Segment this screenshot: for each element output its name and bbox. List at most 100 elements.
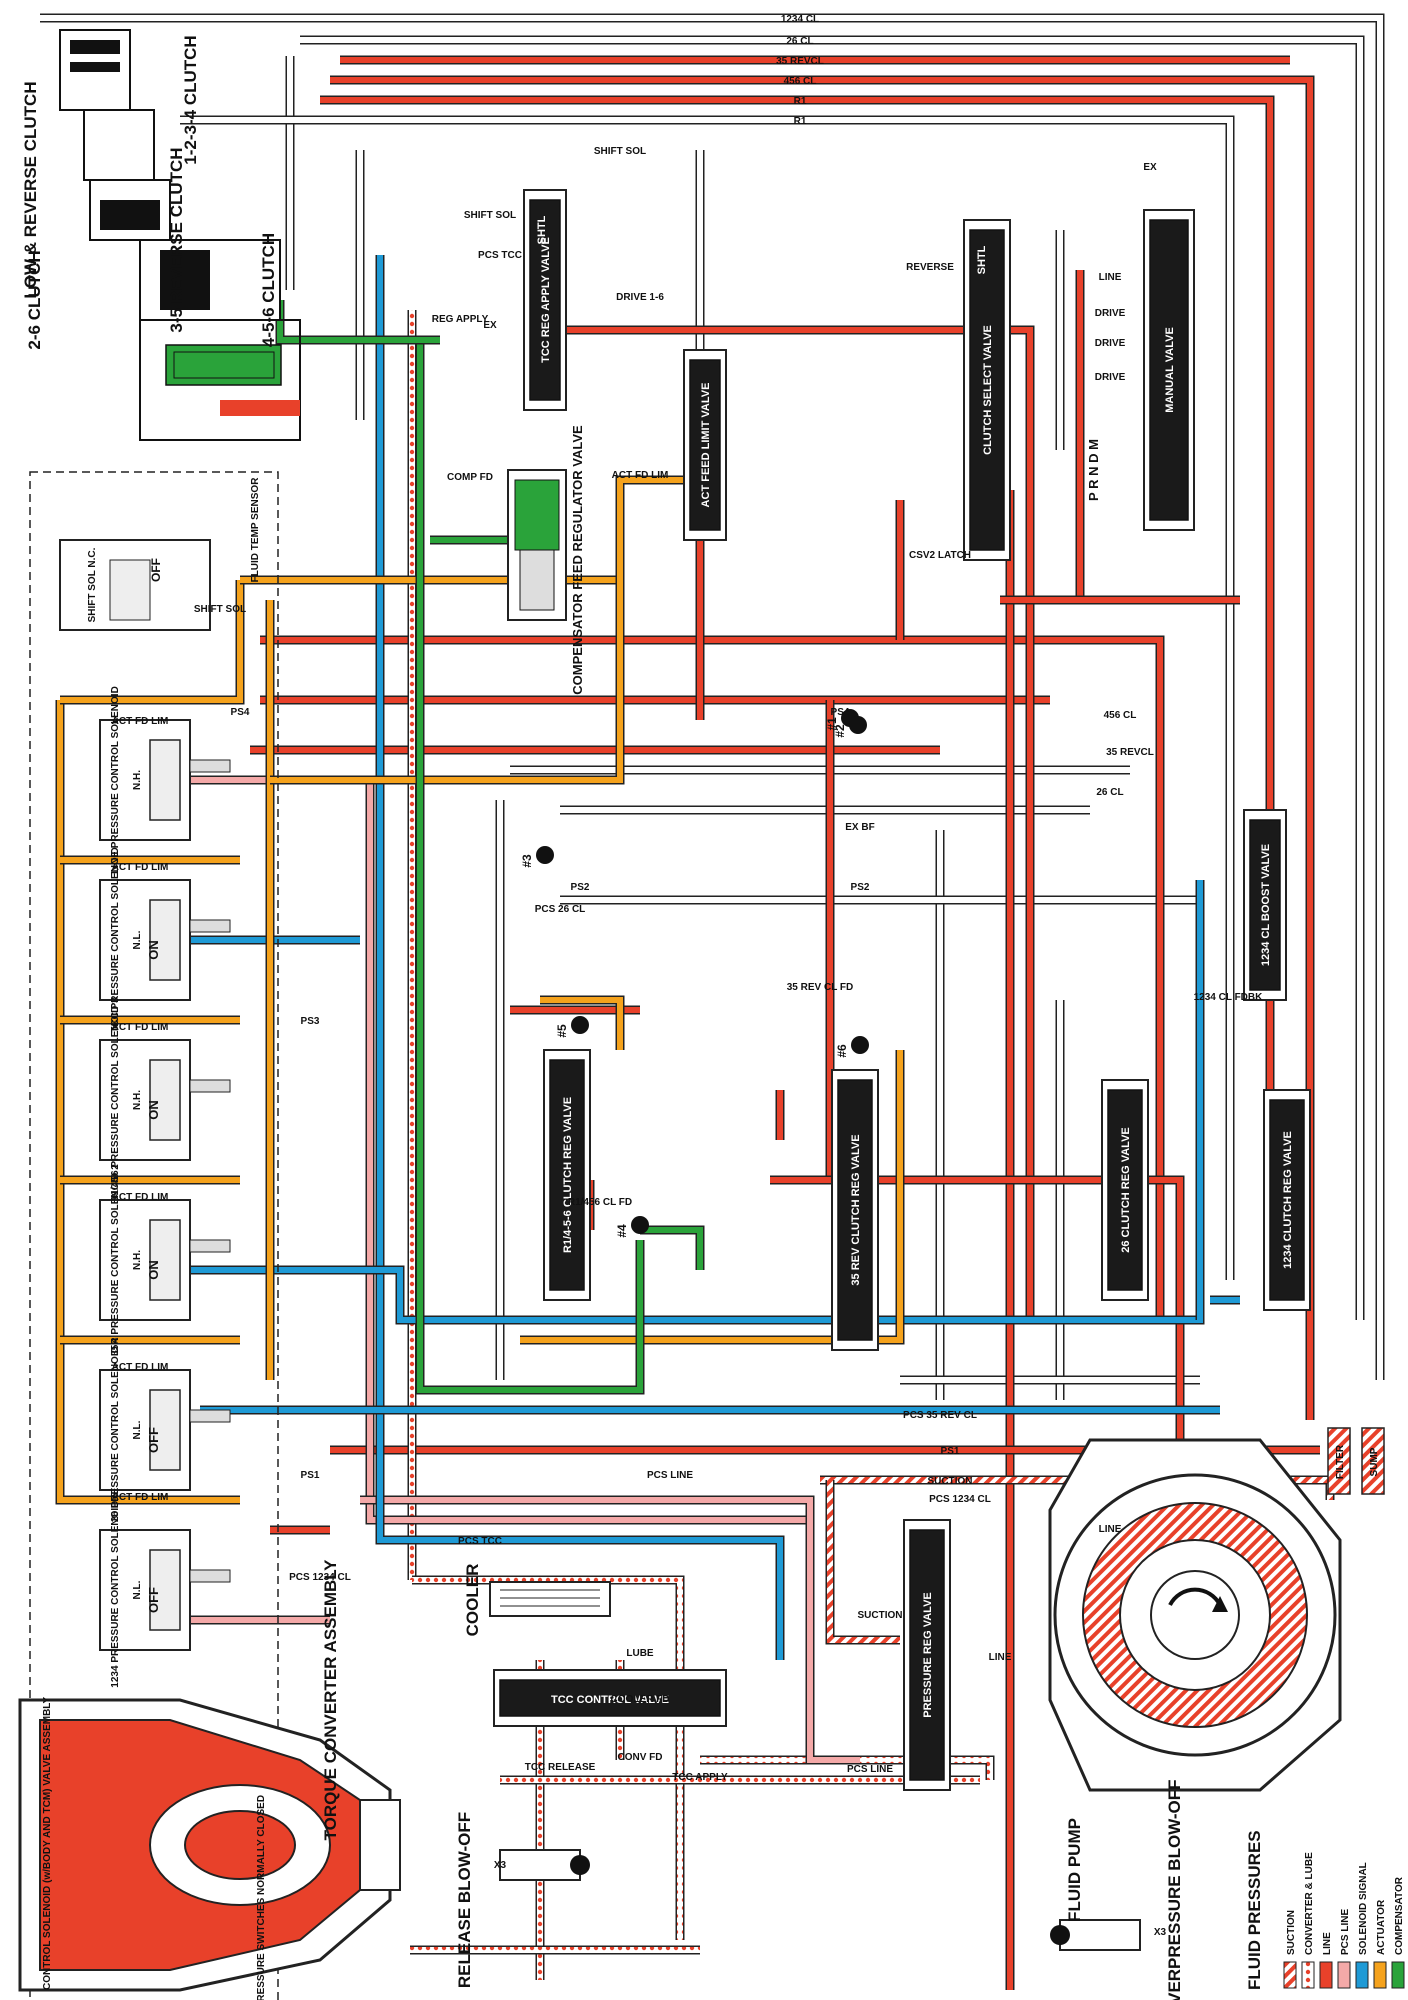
solenoid-4-type: N.H. <box>132 1250 143 1270</box>
solenoid-3-name: R1/456 PRESSURE CONTROL SOLENOID 3 <box>110 997 121 1203</box>
circuit-label-r1456clfd-58: R1/456 CL FD <box>568 1197 632 1208</box>
shtl-label-1: SHTL <box>976 245 988 274</box>
circuit-label-ex_bf-24: EX BF <box>845 822 874 833</box>
solenoid-4-name: 35R PRESSURE CONTROL SOLENOID 2 <box>110 1164 121 1356</box>
circuit-label-suction-39: SUCTION <box>928 1476 973 1487</box>
release-blowoff-valve <box>499 1849 590 1881</box>
shtl-label-0: SHTL <box>536 215 548 244</box>
r1456-clutch-reg-valve: R1/4-5-6 CLUTCH REG VALVE <box>543 1049 591 1301</box>
rev35-clutch-reg-valve-label: 35 REV CLUTCH REG VALVE <box>850 1134 862 1285</box>
circuit-label-ps4-19: PS4 <box>231 707 250 718</box>
filter-icon <box>1327 1427 1351 1495</box>
circuit-label-r1-5: R1 <box>794 116 807 127</box>
line-circuit-3 <box>260 637 1163 1320</box>
checkball-1-label: #1 <box>825 717 839 731</box>
manual-positions: P R N D M <box>1086 439 1101 501</box>
circuit-label-c1234cl-0: 1234 CL <box>781 14 819 25</box>
checkball-5-label: #5 <box>555 1024 569 1038</box>
legend-swatch-pcs_line <box>1337 1961 1351 1989</box>
shift-solenoid: SHIFT SOL N.C.OFF <box>59 539 211 631</box>
rev35-clutch-reg-valve: 35 REV CLUTCH REG VALVE <box>831 1069 879 1351</box>
c1234-clutch-reg-valve-label: 1234 CLUTCH REG VALVE <box>1282 1131 1294 1269</box>
act-feed-limit-valve-label: ACT FEED LIMIT VALVE <box>700 383 712 508</box>
circuit-label-drive-14: DRIVE <box>1095 338 1126 349</box>
circuit-label-c26cl-1: 26 CL <box>786 36 813 47</box>
tcc-control-valve <box>493 1669 727 1727</box>
release-blowoff-title: RELEASE BLOW-OFF <box>455 1812 474 1988</box>
shift-sol-label: SHIFT SOL N.C. <box>87 547 98 622</box>
compensator-circuit-0 <box>417 340 643 1393</box>
solenoid-signal-circuit-2-outline <box>180 900 1205 1325</box>
exhaust-circuit-1 <box>300 37 1363 1320</box>
pressure-reg-valve: PRESSURE REG VALVE <box>903 1519 951 1791</box>
legend-title: FLUID PRESSURES <box>1245 1830 1264 1990</box>
solenoid-3-state: ON <box>146 1100 161 1120</box>
circuit-label-pcs_tcc-42: PCS TCC <box>458 1536 502 1547</box>
circuit-label-act_fd_lim-17: ACT FD LIM <box>612 470 669 481</box>
checkball-3: #3 <box>520 846 554 868</box>
solenoid-1-name: LINE PRESSURE CONTROL SOLENOID <box>110 686 121 874</box>
clutch-1234-label: 1-2-3-4 CLUTCH <box>181 35 200 164</box>
actuator-circuit-8 <box>270 500 623 783</box>
clutch-pack-assembly <box>59 29 301 441</box>
checkball-4-label: #4 <box>615 1224 629 1238</box>
circuit-label-comp_fd-16: COMP FD <box>447 472 493 483</box>
cooler-title: COOLER <box>463 1564 482 1637</box>
actuator-circuit-0 <box>57 700 240 1503</box>
compensator-circuit-3 <box>640 1227 703 1270</box>
circuit-label-act_fd_lim-28: ACT FD LIM <box>112 716 169 727</box>
pressure-switch-title: 1, 2, 3, 4 PRESSURE SWITCHES NORMALLY CL… <box>256 1795 267 2000</box>
torque-converter-title: TORQUE CONVERTER ASSEMBLY <box>321 1559 340 1841</box>
solenoid-6-state: OFF <box>146 1587 161 1613</box>
fluid-pump-title: FLUID PUMP <box>1065 1818 1084 1922</box>
clutch-select-valve-label: CLUTCH SELECT VALVE <box>982 325 994 455</box>
line-circuit-3-outline <box>260 635 1165 1320</box>
legend-label-suction: SUCTION <box>1286 1910 1297 1955</box>
tcc-reg-apply-valve: TCC REG APPLY VALVE <box>523 189 567 411</box>
circuit-label-pcs_26cl-27: PCS 26 CL <box>535 904 586 915</box>
tcc-reg-apply-valve-label: TCC REG APPLY VALVE <box>540 237 552 363</box>
fluid-pump-icon <box>1048 1438 1342 1792</box>
boost1234-valve-label: 1234 CL BOOST VALVE <box>1260 844 1272 966</box>
circuit-label-ex-54: EX <box>483 320 497 331</box>
checkball-4: #4 <box>615 1216 649 1238</box>
circuit-label-suction-49: SUCTION <box>858 1610 903 1621</box>
solenoid-4-state: ON <box>146 1260 161 1280</box>
solenoid-signal-circuit-2 <box>180 900 1203 1323</box>
compensator-feed-valve <box>507 469 567 621</box>
line-circuit-6 <box>560 327 1033 1320</box>
tcc-control-valve-label: TCC CONTROL VALVE <box>551 1694 669 1706</box>
solenoid-5-type: N.L. <box>132 1420 143 1439</box>
circuit-label-pcs_1234cl-43: PCS 1234 CL <box>289 1572 351 1583</box>
actuator-circuit-7-outline <box>240 475 700 585</box>
actuator-circuit-10 <box>540 997 623 1050</box>
comp-feed-label: COMPENSATOR FEED REGULATOR VALVE <box>570 425 585 695</box>
checkball-2-label: #2 <box>833 724 847 738</box>
control-solenoid-title: CONTROL SOLENOID (w/BODY AND TCM) VALVE … <box>42 1697 53 1990</box>
circuit-label-cooler_fd-45: COOLER FD <box>611 1694 670 1705</box>
circuit-label-pcs_tcc-8: PCS TCC <box>478 250 522 261</box>
circuit-label-act_fd_lim-31: ACT FD LIM <box>112 1192 169 1203</box>
circuit-label-ps3-34: PS3 <box>301 1016 320 1027</box>
legend-label-solenoid_signal: SOLENOID SIGNAL <box>1358 1862 1369 1955</box>
solenoid-6-type: N.L. <box>132 1580 143 1599</box>
circuit-label-act_fd_lim-30: ACT FD LIM <box>112 1022 169 1033</box>
rev35-label: 3-5 REVERSE CLUTCH <box>167 147 186 332</box>
legend-swatch-solenoid_signal <box>1355 1961 1369 1989</box>
solenoid-5-name: 26 PRESSURE CONTROL SOLENOID 4 <box>110 1337 121 1522</box>
circuit-label-c26cl-23: 26 CL <box>1096 787 1123 798</box>
circuit-label-drive-15: DRIVE <box>1095 372 1126 383</box>
circuit-label-tcc_apply-47: TCC APPLY <box>672 1772 728 1783</box>
circuit-label-c35revcl-22: 35 REVCL <box>1106 747 1154 758</box>
line-blowoff-valve <box>1050 1919 1141 1951</box>
circuit-label-pcs_line-48: PCS LINE <box>847 1764 893 1775</box>
actuator-circuit-1 <box>60 580 243 703</box>
line-circuit-0 <box>330 77 1313 1420</box>
